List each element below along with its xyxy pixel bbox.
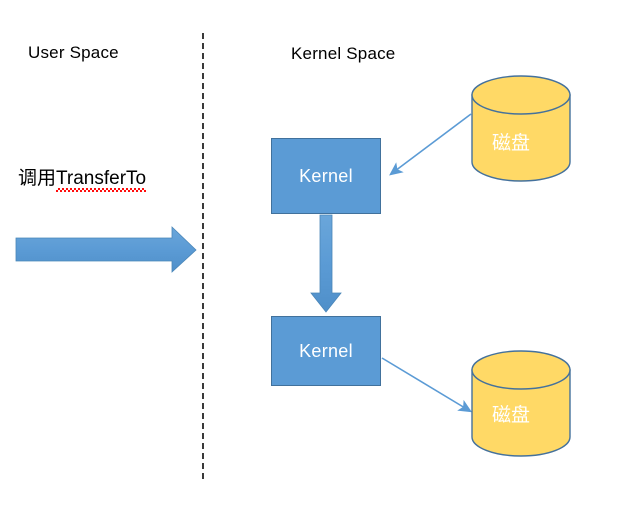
kernel-box-bottom-label: Kernel — [299, 340, 353, 361]
kernel-to-disk-arrow — [381, 357, 473, 413]
disk-to-kernel-arrow — [389, 113, 472, 176]
kernel-to-kernel-arrow — [310, 214, 342, 313]
transferto-call-label: 调用TransferTo — [18, 163, 146, 190]
user-kernel-divider — [202, 33, 204, 479]
kernel-space-label: Kernel Space — [291, 44, 396, 63]
transferto-call-arrow — [15, 226, 197, 273]
kernel-box-bottom: Kernel — [271, 316, 381, 386]
disk-cylinder-bottom — [471, 350, 571, 457]
disk-cylinder-top — [471, 75, 571, 182]
disk-bottom-label: 磁盘 — [492, 404, 531, 426]
kernel-box-top-label: Kernel — [299, 165, 353, 186]
user-space-label: User Space — [28, 43, 119, 62]
kernel-box-top: Kernel — [271, 138, 381, 214]
call-label-api-name: TransferTo — [56, 168, 147, 189]
disk-top-label: 磁盘 — [492, 132, 531, 154]
call-label-chinese: 调用 — [18, 167, 57, 189]
